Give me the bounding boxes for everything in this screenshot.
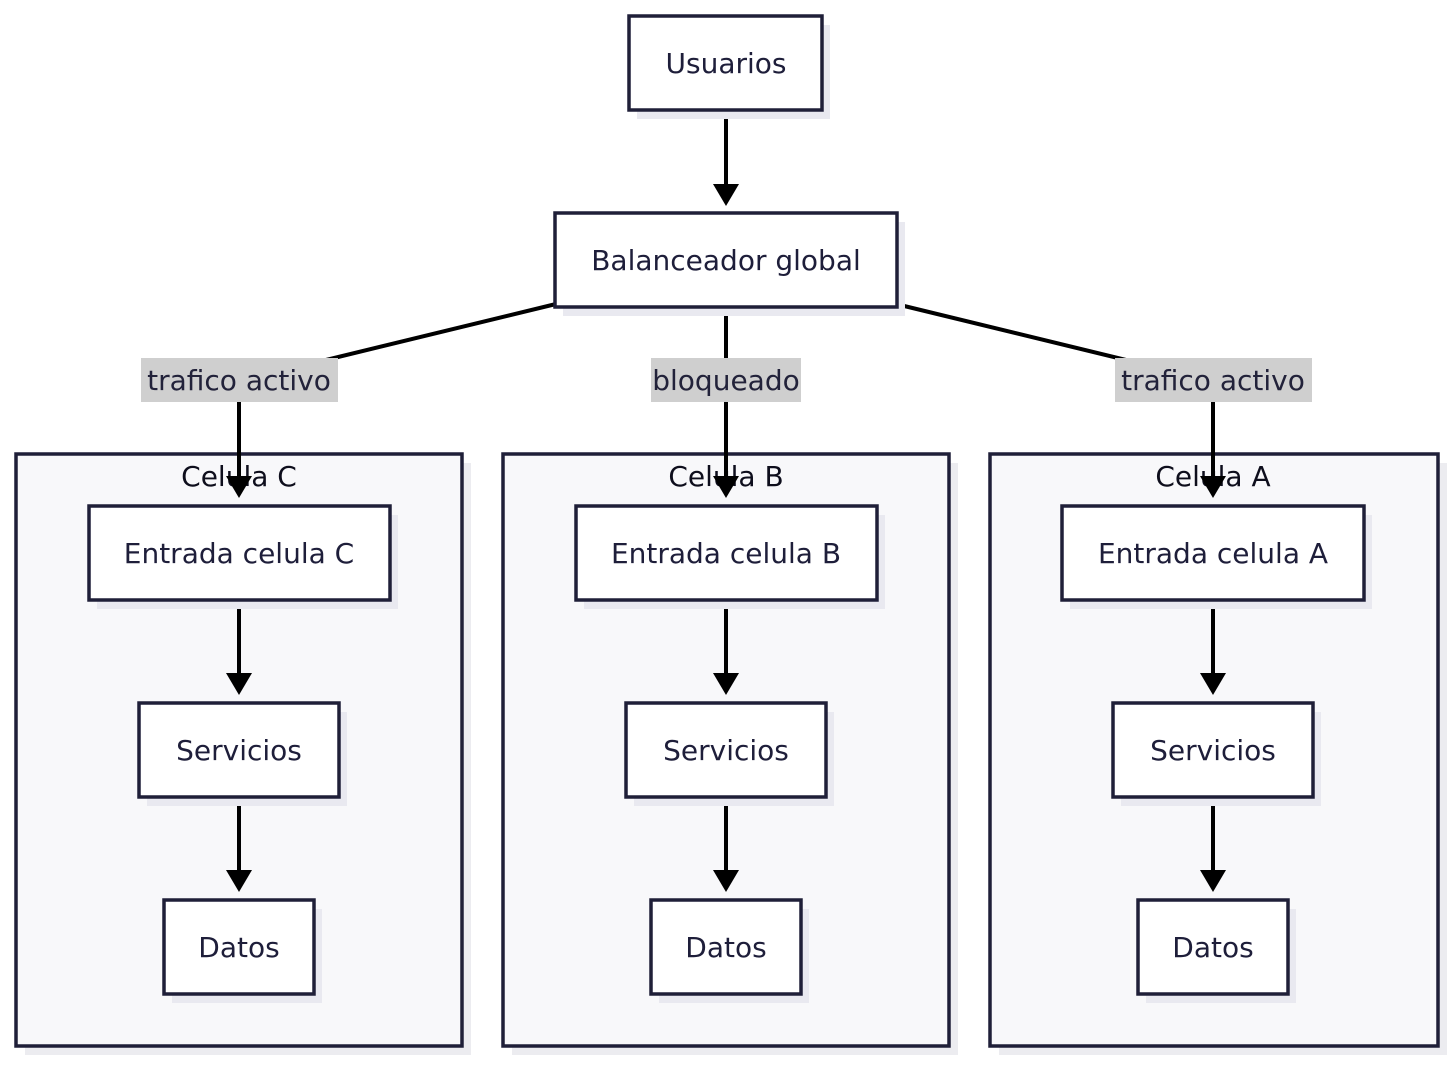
node-entrada-celula-c: Entrada celula C	[87, 504, 398, 609]
node-datos-a-label: Datos	[1172, 931, 1253, 964]
node-entrada-c-label: Entrada celula C	[124, 537, 354, 570]
node-servicios-a-label: Servicios	[1150, 734, 1276, 767]
edge-label-cell-c: trafico activo	[141, 358, 338, 402]
edge-label-cell-b: bloqueado	[651, 358, 801, 402]
node-usuarios-label: Usuarios	[666, 47, 787, 80]
node-datos-c: Datos	[162, 898, 322, 1003]
arrowhead-entrada-c	[226, 476, 252, 498]
edge-label-cell-c-text: trafico activo	[147, 364, 331, 397]
arrowhead-servicios-b	[713, 673, 739, 695]
node-entrada-b-label: Entrada celula B	[611, 537, 841, 570]
node-balanceador-label: Balanceador global	[591, 244, 861, 277]
edge-label-cell-a: trafico activo	[1115, 358, 1312, 402]
node-servicios-c: Servicios	[137, 701, 347, 806]
node-datos-c-label: Datos	[198, 931, 279, 964]
node-entrada-a-label: Entrada celula A	[1098, 537, 1328, 570]
arrowhead-datos-a	[1200, 870, 1226, 892]
node-datos-b-label: Datos	[685, 931, 766, 964]
node-datos-b: Datos	[649, 898, 809, 1003]
arrowhead-entrada-a	[1200, 476, 1226, 498]
edge-label-cell-b-text: bloqueado	[652, 364, 800, 397]
arrowhead-datos-c	[226, 870, 252, 892]
node-servicios-b-label: Servicios	[663, 734, 789, 767]
arrowhead-servicios-a	[1200, 673, 1226, 695]
arrowhead-datos-b	[713, 870, 739, 892]
node-entrada-celula-a: Entrada celula A	[1060, 504, 1372, 609]
node-usuarios: Usuarios	[627, 14, 830, 119]
arrowhead-entrada-b	[713, 476, 739, 498]
node-servicios-b: Servicios	[624, 701, 834, 806]
node-entrada-celula-b: Entrada celula B	[574, 504, 885, 609]
node-servicios-a: Servicios	[1111, 701, 1321, 806]
arrowhead-servicios-c	[226, 673, 252, 695]
node-balanceador-global: Balanceador global	[553, 211, 905, 316]
node-servicios-c-label: Servicios	[176, 734, 302, 767]
node-datos-a: Datos	[1136, 898, 1296, 1003]
arrowhead-balanceador	[713, 184, 739, 206]
edge-label-cell-a-text: trafico activo	[1121, 364, 1305, 397]
